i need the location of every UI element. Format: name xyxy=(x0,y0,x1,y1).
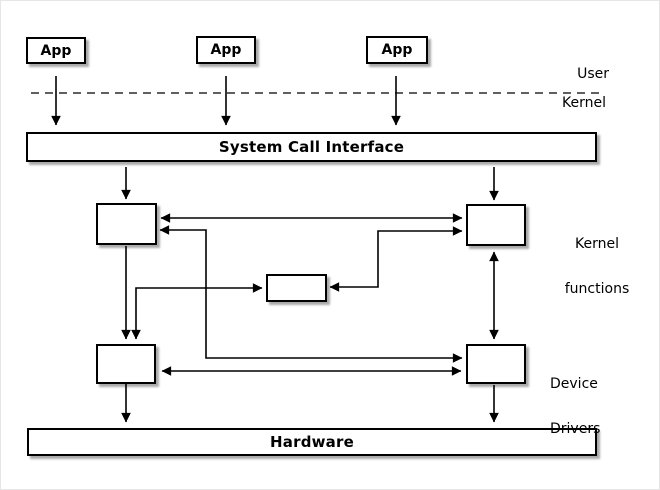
device-driver-box-right xyxy=(466,344,526,384)
device-drivers-label-line2: Drivers xyxy=(550,421,601,437)
hardware-label: Hardware xyxy=(270,433,354,451)
kernel-function-box-left xyxy=(96,203,157,245)
hardware-box: Hardware xyxy=(27,428,597,456)
kernel-functions-label-line2: functions xyxy=(564,281,630,297)
arrow-kernel-left-device-right-lowerhalf xyxy=(205,301,463,363)
kernel-space-label: Kernel xyxy=(562,95,606,111)
arrow-middle-kernel-right-uphalf xyxy=(377,226,463,261)
kernel-functions-label: Kernel functions xyxy=(541,207,653,327)
kernel-middle-box xyxy=(266,274,327,302)
arrow-kernel-left-device-right-upperhalf xyxy=(159,225,207,301)
app-box-2: App xyxy=(196,36,256,64)
kernel-functions-label-line1: Kernel xyxy=(575,236,619,252)
system-call-interface-box: System Call Interface xyxy=(26,132,597,162)
user-space-label: User xyxy=(577,66,609,82)
app-box-2-label: App xyxy=(210,42,242,58)
arrow-middle-device-left-downhalf xyxy=(131,287,201,340)
arrow-middle-kernel-right-inhalf xyxy=(329,261,379,292)
kernel-function-box-right xyxy=(466,204,526,246)
system-call-interface-label: System Call Interface xyxy=(218,138,405,156)
device-driver-box-left xyxy=(96,344,156,384)
app-box-1-label: App xyxy=(40,42,72,59)
app-box-3-label: App xyxy=(381,42,413,58)
app-box-3: App xyxy=(366,36,428,64)
device-drivers-label: Device Drivers xyxy=(550,347,600,467)
device-drivers-label-line1: Device xyxy=(550,376,598,392)
app-box-1: App xyxy=(26,37,86,64)
